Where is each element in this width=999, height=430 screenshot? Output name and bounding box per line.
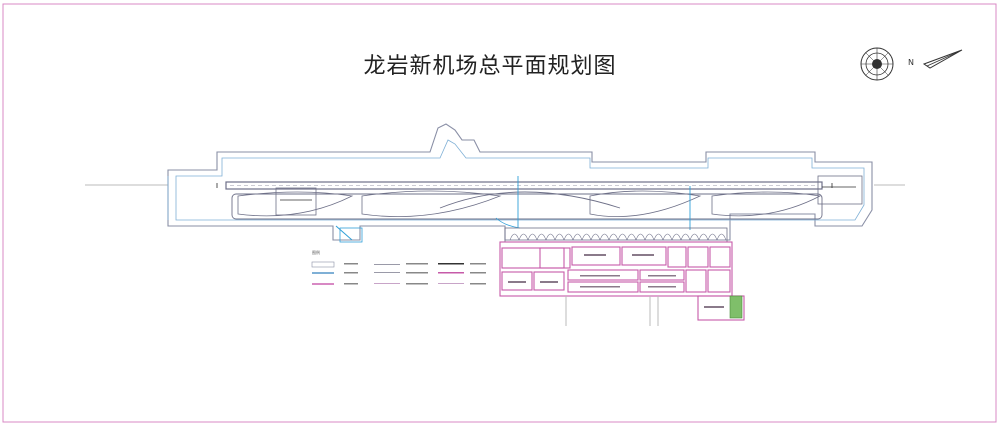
drawing-frame: [2, 3, 997, 423]
gate-stand: [689, 233, 700, 241]
gate-stand: [545, 233, 556, 241]
gate-stand: [617, 233, 628, 241]
service-road: [335, 225, 353, 241]
apron-gates: [509, 233, 727, 241]
airfield-boundary: [167, 123, 873, 241]
gate-stand: [536, 233, 547, 241]
terminal-zone: [499, 241, 745, 321]
gate-stand: [563, 233, 574, 241]
page-title: 龙岩新机场总平面规划图: [363, 54, 617, 79]
gate-stand: [572, 233, 583, 241]
gate-stand: [671, 233, 682, 241]
gate-stand: [716, 233, 727, 241]
inner-boundary: [175, 139, 865, 221]
gate-stand: [518, 233, 529, 241]
gate-stand: [698, 233, 709, 241]
compass-rose-icon: [860, 47, 894, 81]
legend-heading: 图例: [312, 249, 320, 255]
access-roads: [565, 296, 659, 326]
gate-stand: [527, 233, 538, 241]
gate-stand: [707, 233, 718, 241]
gate-stand: [554, 233, 565, 241]
gate-stand: [662, 233, 673, 241]
gate-stand: [680, 233, 691, 241]
gate-stand: [653, 233, 664, 241]
gate-stand: [635, 233, 646, 241]
parallel-taxiway: [231, 193, 823, 220]
gate-stand: [590, 233, 601, 241]
gate-stand: [608, 233, 619, 241]
gate-stand: [626, 233, 637, 241]
gate-stand: [599, 233, 610, 241]
legend: 图例: [311, 249, 486, 285]
room-labels: [508, 254, 724, 308]
gate-stand: [644, 233, 655, 241]
north-arrow-icon: [922, 49, 963, 69]
gate-stand: [509, 233, 520, 241]
north-label: N: [908, 58, 914, 67]
gate-stand: [581, 233, 592, 241]
